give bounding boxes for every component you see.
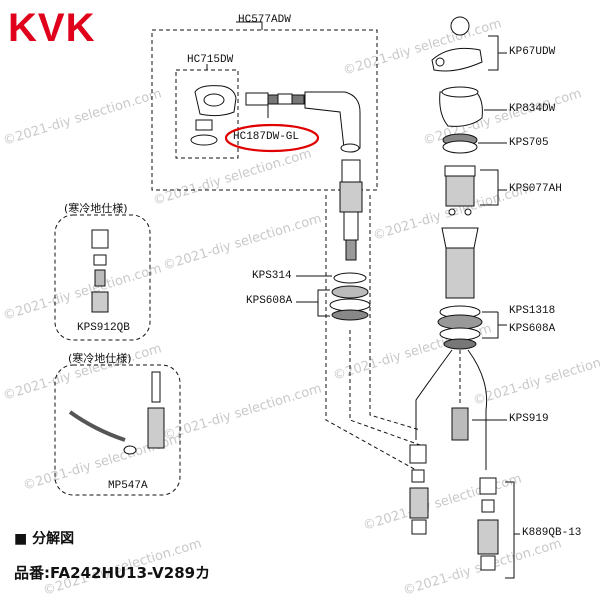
body-sleeve-part — [441, 227, 479, 299]
nut-kps705-part — [442, 133, 478, 154]
lower-fittings-left — [409, 444, 429, 535]
label-mp547a: MP547A — [108, 480, 148, 492]
label-kps1318: KPS1318 — [509, 305, 556, 317]
label-kps608a-right: KPS608A — [509, 323, 556, 335]
spout-body-part — [304, 91, 363, 261]
label-kps912qb: KPS912QB — [77, 322, 130, 334]
kps919-fitting-part — [451, 407, 469, 441]
kvk-logo: KVK — [8, 6, 96, 50]
hc577adw-group-box — [151, 29, 378, 191]
cold-region-note-1: (寒冷地仕様) — [64, 202, 128, 215]
label-kps705: KPS705 — [509, 137, 549, 149]
caption-title: ■ 分解図 — [14, 531, 75, 547]
label-kp834dw: KP834DW — [509, 103, 556, 115]
lever-handle-part — [431, 16, 483, 72]
mp547a-part — [68, 371, 165, 455]
label-kps919: KPS919 — [509, 413, 549, 425]
highlight-ring — [224, 123, 320, 153]
label-hc715dw: HC715DW — [187, 54, 234, 66]
caption-product-number: 品番:FA242HU13-V289カ — [14, 564, 211, 582]
label-hc187dw: HC187DW-GL — [233, 131, 300, 143]
label-kps077ah: KPS077AH — [509, 183, 562, 195]
shower-head-part — [190, 85, 237, 146]
label-k889qb13: K889QB-13 — [522, 527, 582, 539]
ring-stack-left — [329, 272, 371, 321]
ring-stack-right — [437, 305, 483, 350]
cold-region-box-2 — [54, 364, 181, 496]
label-kps608a-left: KPS608A — [246, 295, 293, 307]
label-hc577adw: HC577ADW — [238, 14, 291, 26]
handle-cover-part — [439, 86, 483, 127]
label-kps314: KPS314 — [252, 270, 292, 282]
kps912qb-part — [91, 229, 109, 313]
hose-connector-part — [245, 92, 305, 106]
cold-region-note-2: (寒冷地仕様) — [68, 352, 132, 365]
cold-region-box-1 — [54, 214, 151, 341]
label-kp67udw: KP67UDW — [509, 46, 556, 58]
cartridge-kps077ah-part — [444, 165, 476, 216]
lower-fittings-right — [477, 477, 499, 571]
